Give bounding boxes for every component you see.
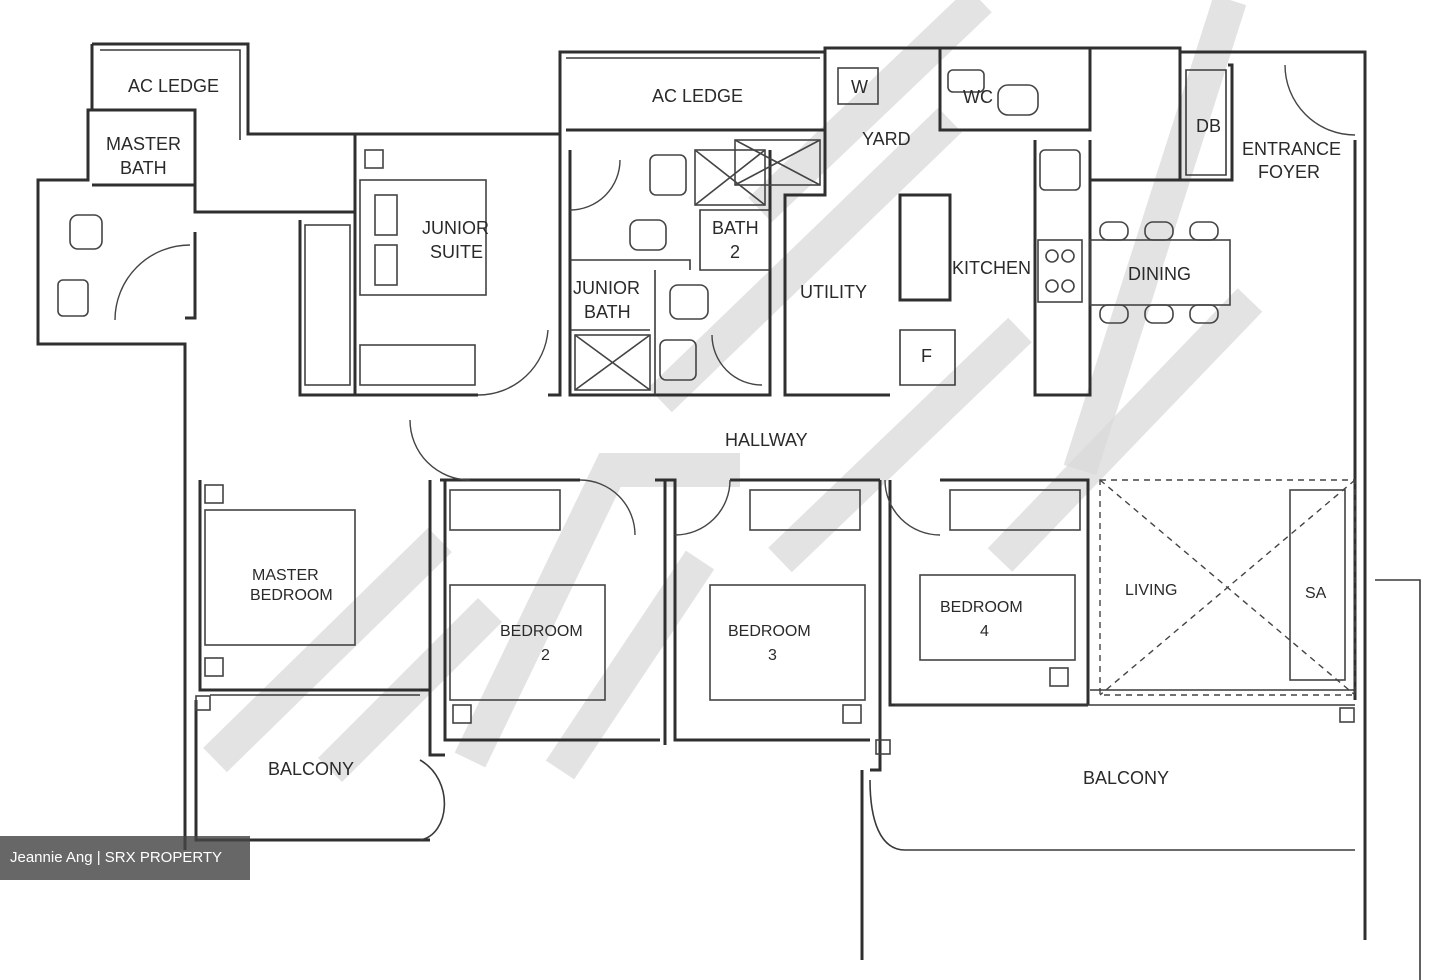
foyer-label: FOYER xyxy=(1258,162,1320,182)
walls xyxy=(36,42,1421,980)
junior-bath-label-2: BATH xyxy=(584,302,631,322)
fixtures xyxy=(57,64,1356,755)
master-bedroom-label: MASTER xyxy=(252,567,319,584)
fridge-label: F xyxy=(921,346,932,366)
bath-2-label: BATH xyxy=(712,218,759,238)
bedroom-2-label: BEDROOM xyxy=(500,623,583,640)
yard-label: YARD xyxy=(862,129,911,149)
watermark xyxy=(203,0,1263,783)
ac-ledge-mid-label: AC LEDGE xyxy=(652,86,743,106)
kitchen-label: KITCHEN xyxy=(952,258,1031,278)
bedroom-3-label-2: 3 xyxy=(768,647,777,664)
bedroom-2-label-2: 2 xyxy=(541,647,550,664)
junior-suite-label: JUNIOR xyxy=(422,218,489,238)
room-labels: AC LEDGE AC LEDGE MASTER BATH JUNIOR SUI… xyxy=(106,76,1341,788)
ac-unit-icons xyxy=(195,149,1355,755)
ac-ledge-left-label: AC LEDGE xyxy=(128,76,219,96)
entrance-label: ENTRANCE xyxy=(1242,139,1341,159)
master-bath-label-2: BATH xyxy=(120,158,167,178)
living-label: LIVING xyxy=(1125,582,1177,599)
dining-label: DINING xyxy=(1128,264,1191,284)
junior-suite-label-2: SUITE xyxy=(430,242,483,262)
utility-label: UTILITY xyxy=(800,282,867,302)
junior-bath-label: JUNIOR xyxy=(573,278,640,298)
wardrobe-hatching xyxy=(304,224,1081,531)
master-bath-label: MASTER xyxy=(106,134,181,154)
washer-label: W xyxy=(851,77,868,97)
wc-label: WC xyxy=(963,87,993,107)
balcony-left-label: BALCONY xyxy=(268,759,354,779)
hallway-label: HALLWAY xyxy=(725,430,808,450)
bedroom-4-label-2: 4 xyxy=(980,623,989,640)
bedroom-3-label: BEDROOM xyxy=(728,623,811,640)
master-bedroom-label-2: BEDROOM xyxy=(250,587,333,604)
db-label: DB xyxy=(1196,116,1221,136)
photo-credit: Jeannie Ang | SRX PROPERTY xyxy=(0,836,250,880)
bath-2-label-2: 2 xyxy=(730,242,740,262)
balcony-right-label: BALCONY xyxy=(1083,768,1169,788)
sa-label: SA xyxy=(1305,585,1327,602)
bedroom-4-label: BEDROOM xyxy=(940,599,1023,616)
